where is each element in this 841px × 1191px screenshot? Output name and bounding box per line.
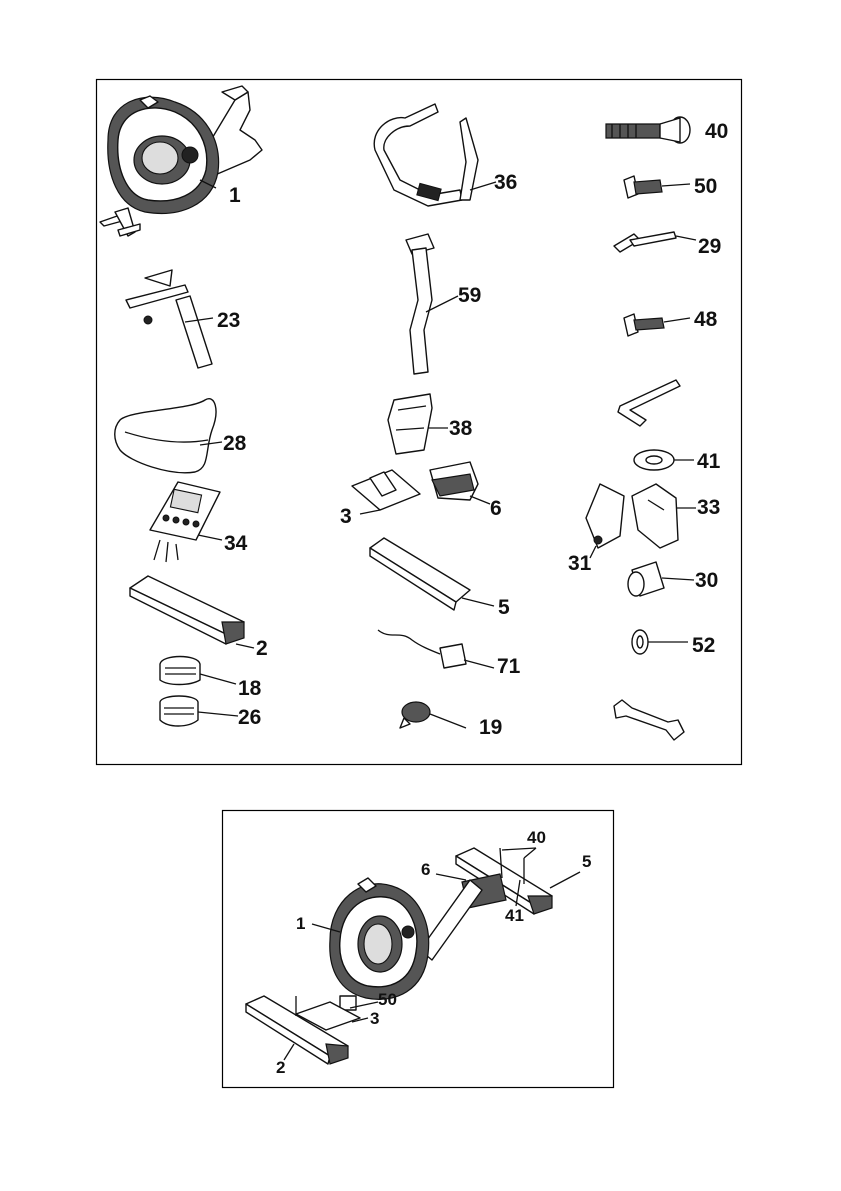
part-52-ring-drawing	[632, 630, 688, 654]
part-6-cover-drawing	[430, 462, 490, 504]
part-36-handlebar-drawing	[374, 104, 496, 206]
part-29-t-knob-drawing	[614, 232, 696, 252]
assembly-label-3: 3	[370, 1009, 379, 1028]
assembly-label-50: 50	[378, 990, 397, 1009]
allen-wrench-drawing	[618, 380, 680, 426]
part-label-1: 1	[229, 184, 241, 207]
part-30-bushing-drawing	[628, 562, 694, 596]
part-label-50: 50	[694, 175, 717, 198]
assembly-label-1: 1	[296, 914, 305, 933]
part-59-handlebar-post-drawing	[406, 234, 458, 374]
part-label-48: 48	[694, 308, 718, 331]
part-40-bolt-drawing	[606, 117, 690, 143]
part-label-41: 41	[697, 450, 721, 473]
assembly-label-5: 5	[582, 852, 591, 871]
part-18-pedal-drawing	[160, 657, 236, 685]
part-31-bracket-drawing	[586, 484, 624, 558]
part-label-59: 59	[458, 284, 481, 307]
assembly-label-41: 41	[505, 906, 524, 925]
assembly-label-2: 2	[276, 1058, 285, 1077]
part-3-bracket-drawing	[352, 470, 420, 514]
part-label-23: 23	[217, 309, 240, 332]
part-1-main-frame-drawing	[100, 86, 262, 236]
part-33-cover-drawing	[632, 484, 696, 548]
part-label-36: 36	[494, 171, 517, 194]
part-5-rear-stabilizer-drawing	[370, 538, 494, 610]
part-label-29: 29	[698, 235, 721, 258]
part-label-34: 34	[224, 532, 248, 555]
part-19-tension-knob-drawing	[400, 702, 466, 728]
open-end-wrench-drawing	[614, 700, 684, 740]
part-label-6: 6	[490, 497, 502, 520]
part-48-screw-drawing	[624, 314, 690, 336]
assembly-label-6: 6	[421, 860, 430, 879]
part-label-2: 2	[256, 637, 268, 660]
part-71-adapter-drawing	[378, 630, 494, 668]
assembly-label-40: 40	[527, 828, 546, 847]
part-label-33: 33	[697, 496, 720, 519]
part-28-saddle-drawing	[115, 399, 222, 473]
part-label-71: 71	[497, 655, 521, 678]
part-23-seat-post-drawing	[126, 270, 213, 368]
part-34-console-drawing	[150, 482, 222, 562]
part-label-26: 26	[238, 706, 261, 729]
part-50-screw-drawing	[624, 176, 690, 198]
part-41-washer-drawing	[634, 450, 694, 470]
part-label-38: 38	[449, 417, 473, 440]
part-label-28: 28	[223, 432, 247, 455]
part-38-shroud-drawing	[388, 394, 448, 454]
part-label-19: 19	[479, 716, 502, 739]
part-26-pedal-drawing	[160, 696, 238, 726]
part-label-52: 52	[692, 634, 715, 657]
part-label-30: 30	[695, 569, 718, 592]
part-2-front-stabilizer-drawing	[130, 576, 254, 648]
part-label-3: 3	[340, 505, 352, 528]
assembly-drawing	[246, 848, 580, 1064]
part-label-31: 31	[568, 552, 592, 575]
part-label-5: 5	[498, 596, 510, 619]
part-label-40: 40	[705, 120, 728, 143]
part-label-18: 18	[238, 677, 262, 700]
